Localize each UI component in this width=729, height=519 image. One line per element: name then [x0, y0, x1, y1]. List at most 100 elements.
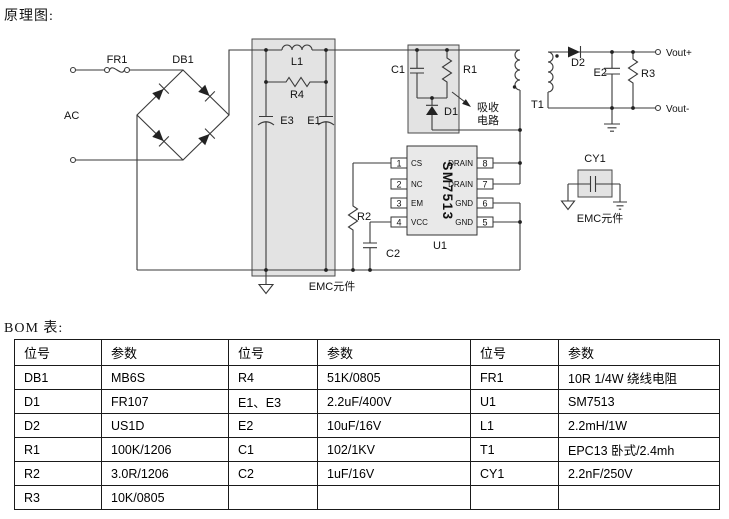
resistor-r3: [627, 52, 639, 108]
label-vout-plus: Vout+: [666, 48, 692, 59]
table-cell: [470, 485, 559, 510]
resistor-r2: [347, 163, 359, 270]
bom-header-row: 位号 参数 位号 参数 位号 参数: [14, 339, 720, 366]
resistor-r1: [441, 50, 453, 98]
label-r1: R1: [463, 64, 477, 76]
pin-label: CS: [411, 159, 422, 168]
table-cell: D1: [14, 389, 102, 414]
table-cell: [558, 485, 720, 510]
table-cell: R1: [14, 437, 102, 462]
diode-d2: [548, 46, 656, 58]
diode-d1: [417, 97, 520, 131]
table-cell: EPC13 卧式/2.4mh: [558, 437, 720, 462]
fuse-fr1: [103, 66, 131, 74]
pin-number: 6: [482, 199, 487, 209]
table-cell: 102/1KV: [317, 437, 471, 462]
label-u1: U1: [433, 240, 447, 252]
label-snubber-1: 吸收: [477, 100, 499, 114]
vout-minus-terminal: [654, 104, 662, 112]
label-emc-left: EMC元件: [309, 280, 355, 293]
pin-label: DRAIN: [448, 180, 473, 189]
chassis-ground-cy1-icon: [560, 200, 576, 211]
table-cell: U1: [470, 389, 559, 414]
label-t1: T1: [531, 99, 544, 111]
table-cell: US1D: [101, 413, 229, 438]
transformer-t1: [512, 49, 559, 184]
table-cell: D2: [14, 413, 102, 438]
label-db1: DB1: [172, 54, 193, 66]
label-d2: D2: [571, 57, 585, 69]
ic-part-number: SM7513: [440, 161, 455, 220]
table-cell: DB1: [14, 365, 102, 390]
label-fr1: FR1: [107, 54, 128, 66]
pin-number: 5: [482, 218, 487, 228]
pin-number: 1: [396, 159, 401, 169]
label-d1: D1: [444, 106, 458, 118]
table-cell: 10K/0805: [101, 485, 229, 510]
circuit-schematic: 1 2 3 4 8 7 6 5 CS NC EM VCC DRAIN DRAIN…: [64, 38, 692, 295]
table-cell: 1uF/16V: [317, 461, 471, 486]
bom-header-designator-1: 位号: [14, 339, 102, 366]
pin-number: 3: [396, 199, 401, 209]
bom-header-parameter-1: 参数: [101, 339, 229, 366]
table-cell: FR107: [101, 389, 229, 414]
table-cell: R3: [14, 485, 102, 510]
bom-header-parameter-3: 参数: [558, 339, 720, 366]
label-c1: C1: [391, 64, 405, 76]
label-ac: AC: [64, 110, 79, 122]
table-cell: 100K/1206: [101, 437, 229, 462]
label-r3: R3: [641, 68, 655, 80]
label-snubber-2: 电路: [477, 114, 499, 127]
capacitor-c1: [410, 50, 424, 98]
table-cell: 10uF/16V: [317, 413, 471, 438]
pin-label: VCC: [411, 218, 428, 227]
pin-number: 7: [482, 180, 487, 190]
table-cell: E2: [228, 413, 318, 438]
vout-plus-terminal: [654, 48, 662, 56]
table-cell: R4: [228, 365, 318, 390]
table-cell: R2: [14, 461, 102, 486]
resistor-r4: [266, 76, 326, 88]
pin-label: DRAIN: [448, 159, 473, 168]
pin-label: GND: [455, 199, 473, 208]
pin-number: 2: [396, 180, 401, 190]
table-cell: MB6S: [101, 365, 229, 390]
label-c2: C2: [386, 248, 400, 260]
junction-dots: [264, 48, 635, 272]
pin-label: EM: [411, 199, 423, 208]
chassis-ground-icon: [257, 270, 275, 295]
table-cell: 51K/0805: [317, 365, 471, 390]
earth-ground-secondary-icon: [604, 108, 620, 132]
emc-filter-block: [251, 38, 336, 277]
table-cell: E1、E3: [228, 389, 318, 414]
table-cell: L1: [470, 413, 559, 438]
table-cell: [228, 485, 318, 510]
earth-ground-cy1-icon: [613, 201, 627, 210]
label-e3: E3: [280, 115, 293, 127]
table-cell: CY1: [470, 461, 559, 486]
capacitor-e2: [604, 52, 620, 108]
table-cell: 3.0R/1206: [101, 461, 229, 486]
label-e1: E1: [307, 115, 320, 127]
pin-label: NC: [411, 180, 423, 189]
ac-input-terminals: [69, 66, 183, 164]
label-emc-right: EMC元件: [577, 212, 623, 225]
table-cell: T1: [470, 437, 559, 462]
table-cell: 2.2mH/1W: [558, 413, 720, 438]
schematic-title: 原理图:: [4, 9, 54, 24]
table-cell: 2.2nF/250V: [558, 461, 720, 486]
label-l1: L1: [291, 56, 303, 68]
label-e2: E2: [594, 67, 607, 79]
bom-header-designator-3: 位号: [470, 339, 559, 366]
table-cell: FR1: [470, 365, 559, 390]
table-cell: C2: [228, 461, 318, 486]
pin-number: 4: [396, 218, 401, 228]
bridge-rectifier-db1: [136, 49, 282, 270]
table-cell: C1: [228, 437, 318, 462]
